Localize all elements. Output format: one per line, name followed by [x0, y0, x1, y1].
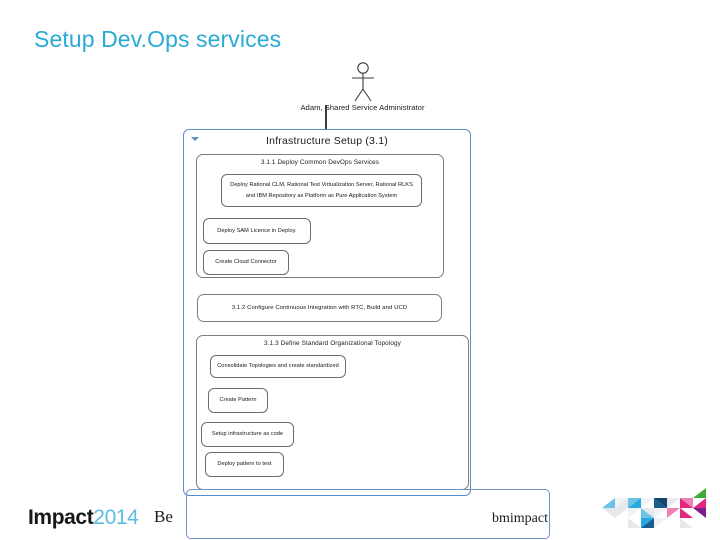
task-create-pattern[interactable]: Create Pattern [208, 388, 268, 413]
chevron-down-icon[interactable] [191, 137, 199, 141]
impact-2014-logo: Impact2014 [28, 506, 139, 530]
footer-be-text: Be [154, 507, 173, 526]
group-title: 3.1.2 Configure Continuous Integration w… [231, 305, 408, 311]
logo-impact-text: Impact [28, 506, 94, 529]
text-edit-box[interactable] [186, 489, 550, 539]
logo-year-text: 2014 [93, 506, 139, 529]
task-create-cloud-connector[interactable]: Create Cloud Connector [203, 250, 289, 275]
pool-title: Infrastructure Setup (3.1) [266, 135, 388, 147]
task-line: Deploy SAM Licence in Deploy. [217, 227, 297, 234]
task-line: Create Pattern [219, 397, 257, 404]
task-deploy-pattern-to-test[interactable]: Deploy pattern to test [205, 452, 284, 477]
group-title: 3.1.3 Define Standard Organizational Top… [264, 340, 401, 347]
task-consolidate-topologies[interactable]: Consolidate Topologies and create standa… [210, 355, 346, 378]
task-line: Consolidate Topologies and create standa… [217, 363, 339, 370]
actor-label: Adam, Shared Service Administrator [300, 103, 425, 112]
stick-figure-icon [351, 62, 374, 102]
task-line: Deploy pattern to test [217, 461, 272, 468]
page-title: Setup Dev.Ops services [34, 26, 282, 52]
group-title: 3.1.1 Deploy Common DevOps Services [260, 159, 380, 166]
task-line: Setup infrastructure as code [211, 431, 284, 438]
group-configure-continuous-integration[interactable] [197, 294, 442, 322]
actor-connector-line [325, 105, 327, 131]
task-line: Create Cloud Connector [215, 259, 277, 266]
task-line: and IBM Repository as Platform as Pure A… [245, 192, 398, 199]
footer-hashtag: bmimpact [492, 511, 548, 526]
task-deploy-rational-clm[interactable]: Deploy Rational CLM, Rational Test Virtu… [221, 174, 422, 207]
actor: Adam, Shared Service Administrator [255, 60, 470, 112]
task-setup-infrastructure-as-code[interactable]: Setup infrastructure as code [201, 422, 294, 447]
task-line: Deploy Rational CLM, Rational Test Virtu… [230, 181, 413, 188]
pool-header: Infrastructure Setup (3.1) [184, 130, 470, 152]
impact-diamond-mark-icon [602, 488, 706, 528]
task-deploy-sam-licence[interactable]: Deploy SAM Licence in Deploy. [203, 218, 311, 244]
